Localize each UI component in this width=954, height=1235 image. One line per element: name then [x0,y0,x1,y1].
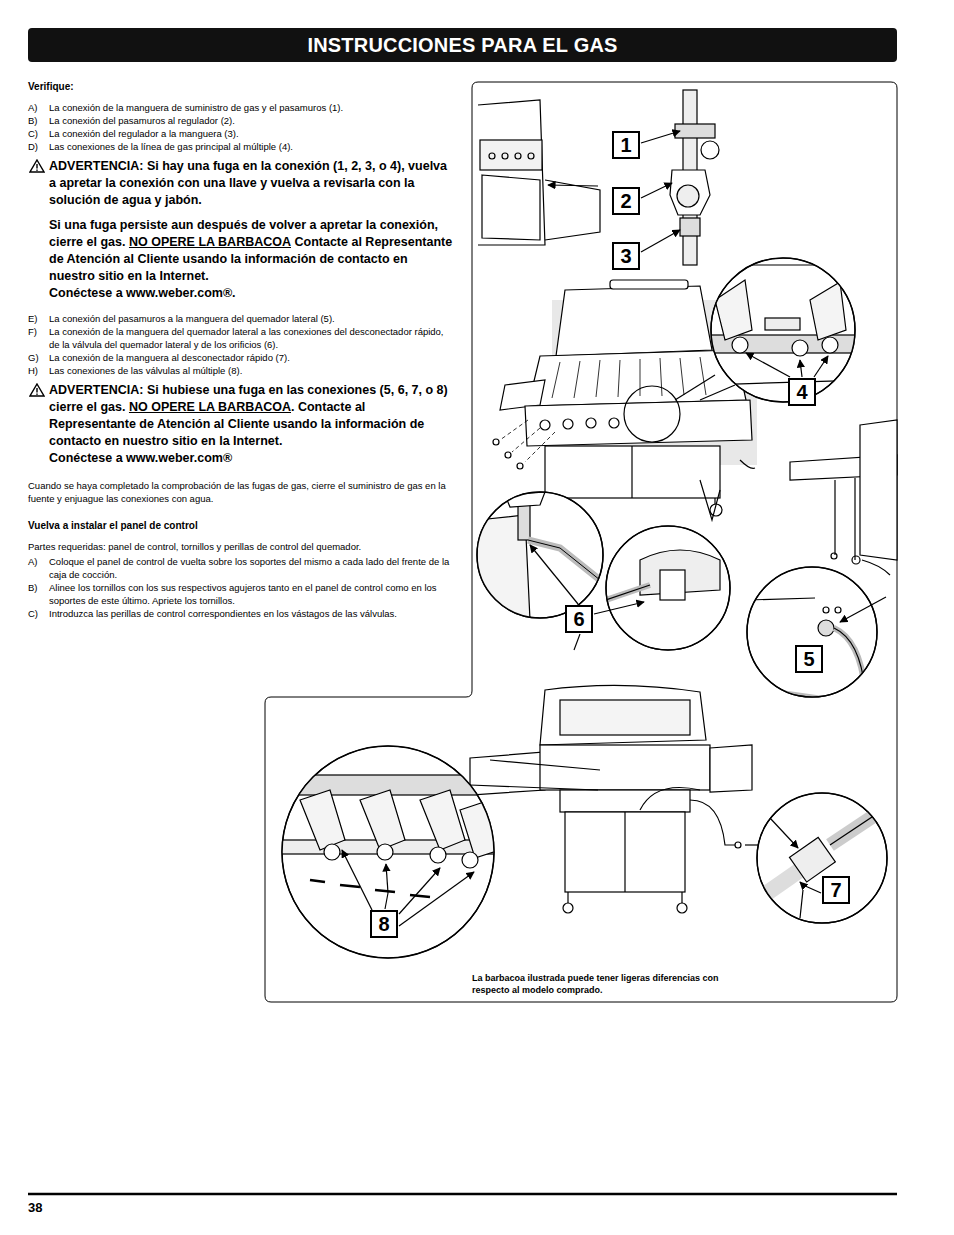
list-letter: C) [28,127,49,140]
body-text: Conéctese a www.weber.com® [49,451,232,465]
body-text: Conéctese a www.weber.com®. [49,286,236,300]
warning-triangle [30,384,44,396]
callout-number: 3 [620,245,631,267]
warning-emphasis: NO OPERE LA BARBACOA [129,235,291,249]
paragraph: Verifique: [28,80,454,93]
list-letter: E) [28,312,49,325]
callout-box: 2 [612,187,640,215]
warning-dot [36,394,37,395]
paragraph: ADVERTENCIA: Si hay una fuga en la conex… [28,158,454,209]
list-letter: D) [28,140,49,153]
paragraph: Cuando se haya completado la comprobació… [28,479,454,505]
item-list: A)La conexión de la manguera de suminist… [28,101,454,153]
warning-icon [29,159,45,173]
list-text: Introduzca las perillas de control corre… [49,607,454,620]
list-item: D)Las conexiones de la línea de gas prin… [28,140,454,153]
list-letter: H) [28,364,49,377]
list-text: Coloque el panel de control de vuelta so… [49,555,454,581]
body-text: Partes requeridas: panel de control, tor… [28,541,361,552]
list-letter: A) [28,555,49,581]
callout-box: 4 [788,378,816,406]
list-item: A)La conexión de la manguera de suminist… [28,101,454,114]
list-text: La conexión de la manguera del quemador … [49,325,454,351]
title-band: INSTRUCCIONES PARA EL GAS [28,28,897,62]
figure-caption: La barbacoa ilustrada puede tener ligera… [472,973,719,995]
callout-number: 8 [378,913,389,935]
list-letter: A) [28,101,49,114]
list-letter: B) [28,581,49,607]
callout-number: 1 [620,134,631,156]
callout-box: 5 [795,645,823,673]
list-text: La conexión del pasamuros al regulador (… [49,114,454,127]
text-column: Verifique:A)La conexión de la manguera d… [28,80,454,620]
paragraph: Conéctese a www.weber.com®. [28,285,454,302]
list-letter: B) [28,114,49,127]
page-title: INSTRUCCIONES PARA EL GAS [307,34,617,57]
list-item: H)Las conexiones de las válvulas al múlt… [28,364,454,377]
list-letter: F) [28,325,49,351]
list-item: A)Coloque el panel de control de vuelta … [28,555,454,581]
list-letter: C) [28,607,49,620]
callout-box: 3 [612,242,640,270]
callout-number: 7 [830,879,841,901]
list-item: B)La conexión del pasamuros al regulador… [28,114,454,127]
body-text: ADVERTENCIA: Si hay una fuga en la conex… [49,159,447,207]
warning-triangle [30,160,44,172]
page-number-box: 38 [28,1200,42,1215]
caption-box: La barbacoa ilustrada puede tener ligera… [472,972,752,996]
list-text: La conexión de la manguera al desconecta… [49,351,454,364]
item-list: E)La conexión del pasamuros a la manguer… [28,312,454,377]
body-text: Vuelva a instalar el panel de control [28,520,198,531]
list-text: La conexión del pasamuros a la manguera … [49,312,454,325]
body-text: Cuando se haya completado la comprobació… [28,480,446,504]
page-number: 38 [28,1200,42,1215]
list-item: C)Introduzca las perillas de control cor… [28,607,454,620]
paragraph: Si una fuga persiste aun después de volv… [28,217,454,285]
callout-box: 7 [822,876,850,904]
warning-dot [36,170,37,171]
list-text: Alinee los tornillos con los sus respect… [49,581,454,607]
list-item: C)La conexión del regulador a la manguer… [28,127,454,140]
list-text: Las conexiones de la línea de gas princi… [49,140,454,153]
warning-icon [29,383,45,397]
list-item: F)La conexión de la manguera del quemado… [28,325,454,351]
list-text: Las conexiones de las válvulas al múltip… [49,364,454,377]
callout-box: 1 [612,131,640,159]
paragraph: ADVERTENCIA: Si hubiese una fuga en las … [28,382,454,450]
paragraph: Conéctese a www.weber.com® [28,450,454,467]
callout-number: 2 [620,190,631,212]
callout-box: 8 [370,910,398,938]
callout-number: 4 [796,381,807,403]
warning-mark [36,164,37,169]
warning-emphasis: NO OPERE LA BARBACOA [129,400,291,414]
paragraph: Partes requeridas: panel de control, tor… [28,540,454,553]
warning-mark [36,388,37,393]
body-text: Verifique: [28,81,74,92]
callout-number: 5 [803,648,814,670]
item-list: A)Coloque el panel de control de vuelta … [28,555,454,620]
callout-number: 6 [573,608,584,630]
list-item: E)La conexión del pasamuros a la manguer… [28,312,454,325]
list-item: B)Alinee los tornillos con los sus respe… [28,581,454,607]
paragraph: Vuelva a instalar el panel de control [28,519,454,532]
list-text: La conexión de la manguera de suministro… [49,101,454,114]
list-text: La conexión del regulador a la manguera … [49,127,454,140]
list-item: G)La conexión de la manguera al desconec… [28,351,454,364]
list-letter: G) [28,351,49,364]
callout-box: 6 [565,605,593,633]
